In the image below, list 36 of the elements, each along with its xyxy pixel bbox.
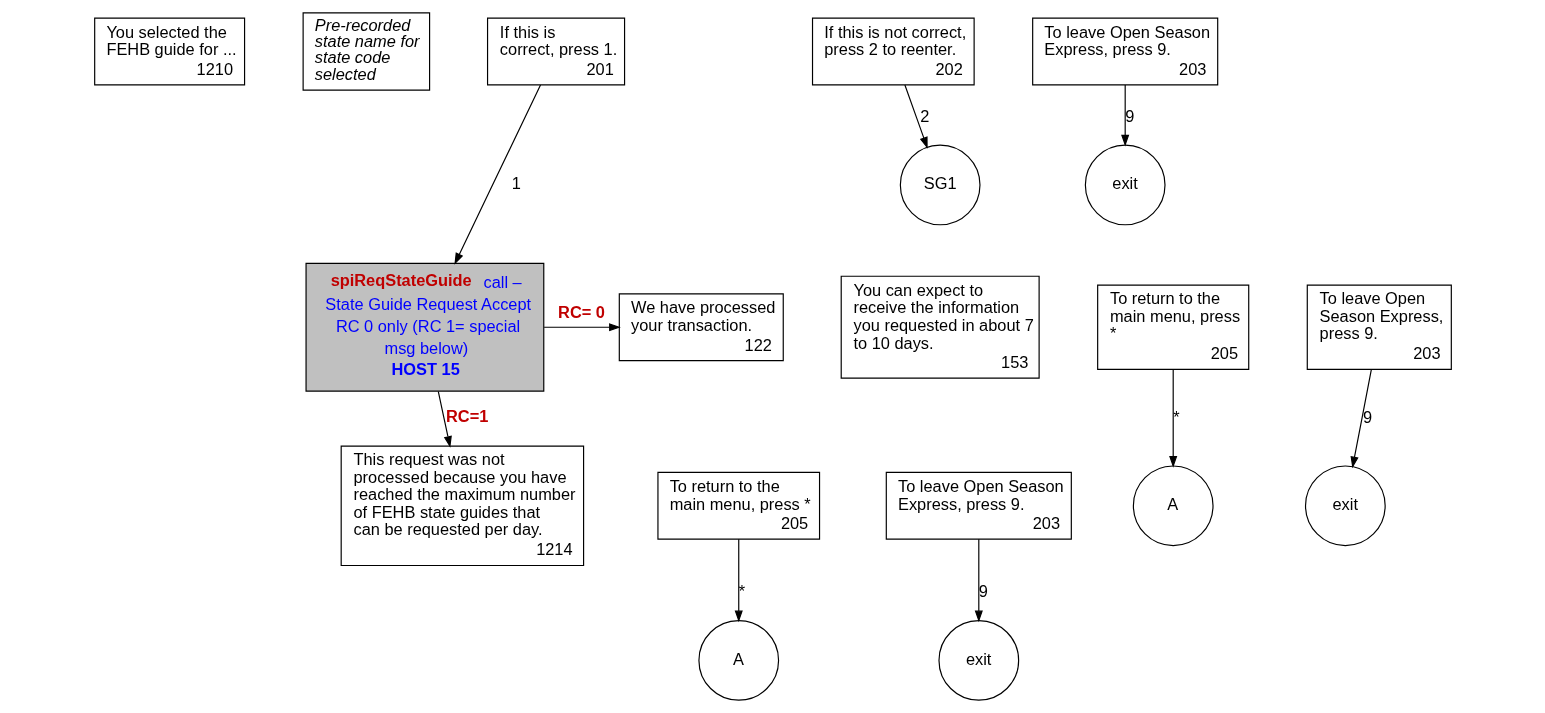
edge-label: * <box>738 582 745 601</box>
node-box: We have processed your transaction. 122 <box>618 293 784 362</box>
arrow <box>437 390 452 448</box>
arrow <box>974 538 983 623</box>
node-box: This request was not processed because you have reached the maximum number of FEHB state guides that can be requested per day. 1214 <box>340 445 584 567</box>
node-circle: SG1 <box>899 144 981 226</box>
arrow <box>543 323 621 332</box>
arrow <box>1350 369 1372 469</box>
arrow <box>453 84 541 265</box>
edge-label: 1 <box>511 174 521 193</box>
arrow <box>1120 84 1129 147</box>
arrow <box>1168 369 1177 468</box>
edge-label: 9 <box>1124 106 1134 125</box>
node-circle: exit <box>1084 144 1166 226</box>
node-box: Pre-recorded state name for state code selected <box>302 12 430 91</box>
edge-label: 9 <box>978 582 988 601</box>
node-box: To leave Open Season Express, press 9. 203 <box>885 471 1072 540</box>
node-box: To return to the main menu, press * 205 <box>1096 284 1249 370</box>
node-box: You can expect to receive the information you requested in about 7 to 10 days. 153 <box>840 275 1040 379</box>
node-circle: A <box>1132 465 1214 547</box>
arrow <box>903 84 928 149</box>
node-box: To leave Open Season Express, press 9. 203 <box>1306 284 1452 370</box>
arrow <box>734 538 743 623</box>
node-box: If this is correct, press 1. 201 <box>486 17 625 86</box>
edge-label: RC= 0 <box>557 303 605 322</box>
node-circle: A <box>697 620 779 701</box>
edge-label: 9 <box>1362 407 1372 426</box>
node-circle: exit <box>937 620 1019 701</box>
node-box: If this is not correct, press 2 to reenter. 202 <box>811 17 975 86</box>
node-circle: exit <box>1304 465 1386 547</box>
edge-label: 2 <box>919 106 929 125</box>
node-box: To return to the main menu, press * 205 <box>656 471 820 540</box>
node-box: spiReqStateGuide call – State Guide Request Accept RC 0 only (RC 1= special msg below) HOST 15 <box>304 262 544 392</box>
edge-label: RC=1 <box>445 406 488 425</box>
node-box: You selected the FEHB guide for ... 1210 <box>93 17 245 86</box>
node-box: To leave Open Season Express, press 9. 203 <box>1031 17 1218 86</box>
